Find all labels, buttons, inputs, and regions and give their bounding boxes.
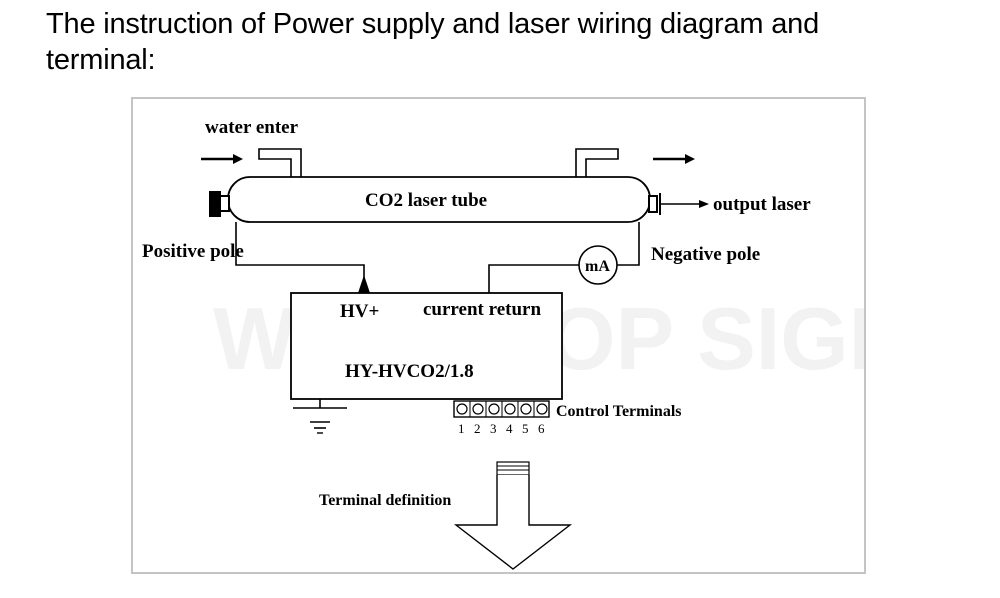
water-inlet-pipe — [258, 148, 302, 179]
ground-icon — [293, 399, 347, 434]
hv-connector-icon — [358, 275, 370, 293]
hv-plus-label: HV+ — [340, 301, 379, 322]
terminal-definition-label: Terminal definition — [319, 492, 451, 509]
control-terminals-label: Control Terminals — [556, 403, 682, 420]
meter-label: mA — [585, 258, 610, 275]
water-enter-label: water enter — [205, 117, 299, 138]
power-supply-box — [290, 292, 563, 400]
wiring-diagram: WAVE-TOP SIGN water enter CO2 laser tube — [131, 97, 912, 574]
output-laser-label: output laser — [713, 194, 811, 215]
terminal-number: 2 — [474, 421, 481, 436]
current-return-wire — [488, 264, 579, 293]
model-label: HY-HVCO2/1.8 — [345, 361, 474, 382]
current-return-label: current return — [423, 299, 541, 320]
negative-wire — [617, 222, 640, 266]
terminal-screw-icon — [520, 403, 532, 415]
heading-line-1: The instruction of Power supply and lase… — [46, 8, 820, 40]
positive-electrode-icon — [209, 191, 230, 217]
terminal-screw-icon — [536, 403, 548, 415]
water-outlet-pipe — [575, 148, 619, 179]
terminal-number: 1 — [458, 421, 465, 436]
terminal-number: 5 — [522, 421, 529, 436]
terminal-screw-icon — [504, 403, 516, 415]
terminal-number: 6 — [538, 421, 545, 436]
wiring-diagram-svg: WAVE-TOP SIGN water enter CO2 laser tube — [142, 117, 912, 570]
terminal-number: 4 — [506, 421, 513, 436]
negative-pole-label: Negative pole — [651, 244, 760, 265]
tube-label: CO2 laser tube — [365, 190, 487, 211]
terminal-screw-icon — [456, 403, 468, 415]
terminal-screw-icon — [472, 403, 484, 415]
ammeter-icon — [578, 245, 618, 285]
heading-line-2: terminal: — [46, 44, 156, 76]
water-in-arrow-icon — [201, 154, 243, 164]
terminal-number: 3 — [490, 421, 497, 436]
page-heading: The instruction of Power supply and lase… — [46, 6, 946, 78]
terminal-definition-arrow-icon — [453, 461, 573, 570]
terminal-screw-icon — [488, 403, 500, 415]
control-terminal-strip — [453, 400, 550, 418]
positive-wire — [235, 222, 365, 279]
water-out-arrow-icon — [653, 154, 695, 164]
positive-pole-label: Positive pole — [142, 241, 244, 262]
output-connector-icon — [648, 193, 709, 215]
